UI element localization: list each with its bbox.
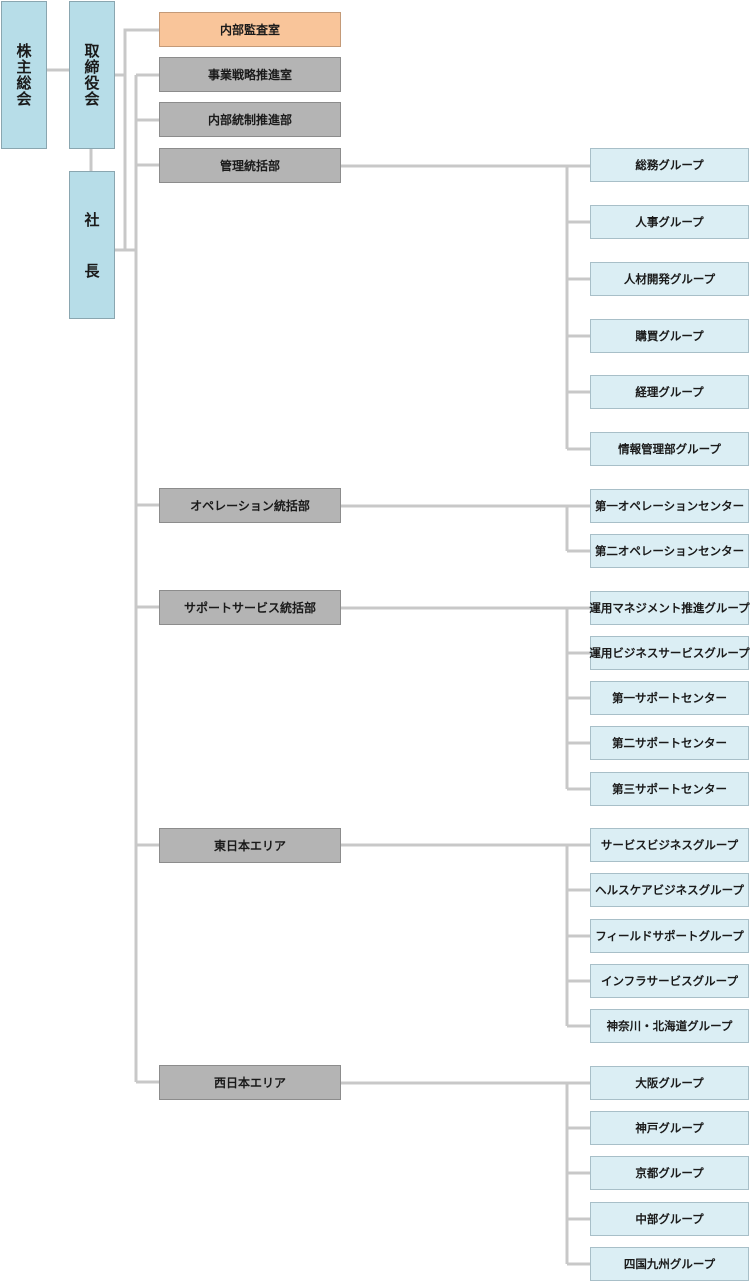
president-label-1: 社: [84, 211, 100, 229]
group-box: 神戸グループ: [590, 1111, 749, 1145]
division-east-japan: 東日本エリア: [159, 828, 341, 863]
president-label-2: 長: [84, 262, 100, 280]
group-box: 京都グループ: [590, 1156, 749, 1190]
group-box: 中部グループ: [590, 1202, 749, 1236]
business-strategy-office: 事業戦略推進室: [159, 57, 341, 92]
group-box: 第一オペレーションセンター: [590, 489, 749, 523]
board-of-directors-box: 取締役会: [69, 1, 115, 149]
group-box: 総務グループ: [590, 148, 749, 182]
group-box: 経理グループ: [590, 375, 749, 409]
internal-audit-office: 内部監査室: [159, 12, 341, 47]
group-box: 運用マネジメント推進グループ: [589, 591, 750, 625]
shareholders-meeting-box: 株主総会: [1, 1, 47, 149]
group-box: フィールドサポートグループ: [590, 919, 749, 953]
board-of-directors-label: 取締役会: [82, 43, 101, 107]
group-box: 大阪グループ: [590, 1066, 749, 1100]
division-support-services: サポートサービス統括部: [159, 590, 341, 625]
group-box: 第三サポートセンター: [590, 772, 749, 806]
internal-control-dept: 内部統制推進部: [159, 102, 341, 137]
division-operations: オペレーション統括部: [159, 488, 341, 523]
division-management: 管理統括部: [159, 148, 341, 183]
division-west-japan: 西日本エリア: [159, 1065, 341, 1100]
group-box: 人事グループ: [590, 205, 749, 239]
group-box: ヘルスケアビジネスグループ: [590, 873, 749, 907]
group-box: 神奈川・北海道グループ: [590, 1009, 749, 1043]
group-box: 情報管理部グループ: [590, 432, 749, 466]
group-box: インフラサービスグループ: [590, 964, 749, 998]
group-box: 四国九州グループ: [590, 1247, 749, 1281]
group-box: 人材開発グループ: [590, 262, 749, 296]
president-box: 社 長: [69, 171, 115, 319]
group-box: サービスビジネスグループ: [590, 828, 749, 862]
group-box: 購買グループ: [590, 319, 749, 353]
group-box: 第二サポートセンター: [590, 726, 749, 760]
shareholders-meeting-label: 株主総会: [14, 43, 33, 107]
group-box: 第一サポートセンター: [590, 681, 749, 715]
group-box: 第二オペレーションセンター: [590, 534, 749, 568]
group-box: 運用ビジネスサービスグループ: [589, 636, 750, 670]
